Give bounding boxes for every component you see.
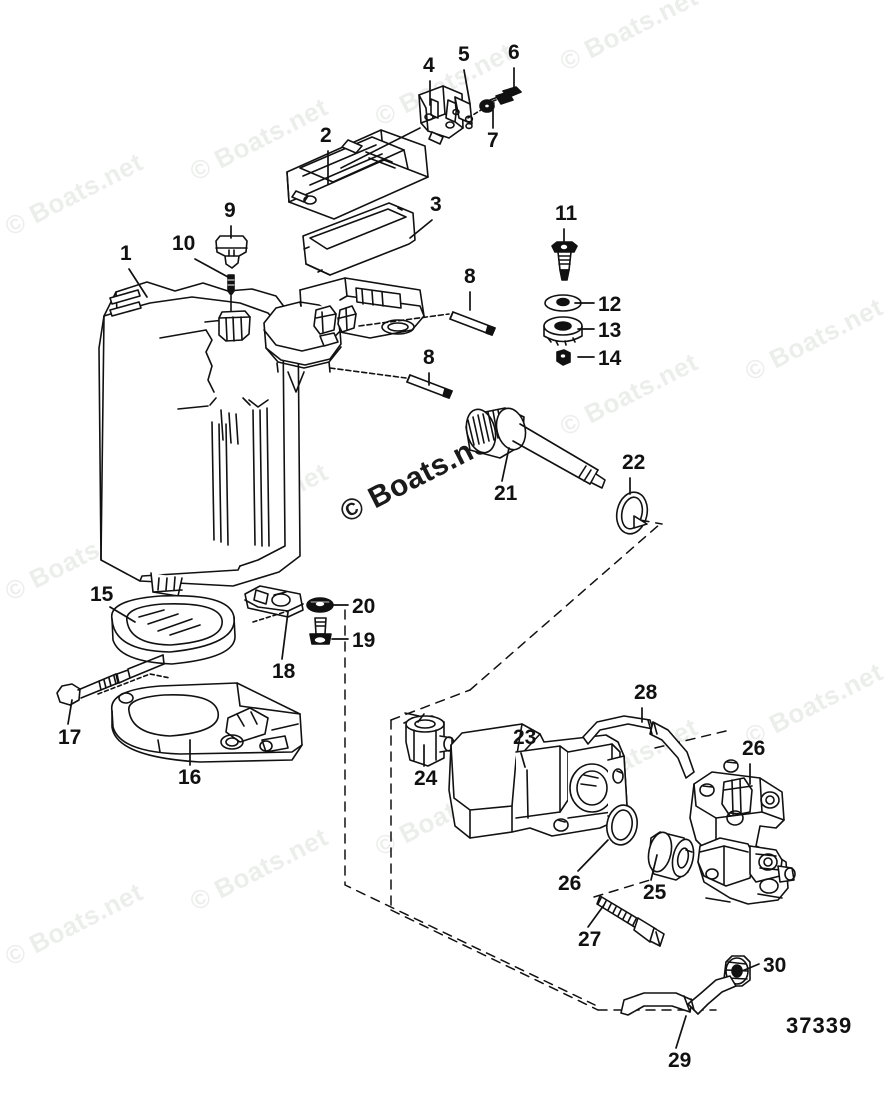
part-17-bolt — [56, 654, 165, 706]
callout-24: 24 — [414, 767, 438, 790]
leader-line-29 — [675, 1015, 687, 1049]
part-21-shaft — [465, 407, 606, 489]
part-15-seal — [111, 594, 236, 665]
callout-13: 13 — [598, 319, 622, 342]
callout-17: 17 — [58, 726, 82, 749]
callout-6: 6 — [508, 41, 520, 64]
callout-2: 2 — [320, 124, 332, 147]
leader-line-27 — [587, 904, 605, 928]
pump-manifold — [263, 277, 425, 393]
part-16-adaptor — [111, 682, 303, 763]
callout-26b: 26 — [742, 737, 766, 760]
part-25-filter — [647, 831, 695, 881]
callout-10: 10 — [172, 232, 196, 255]
part-7-washer — [479, 99, 495, 113]
part-12-washer — [544, 294, 582, 312]
part-23-pump-body — [448, 723, 628, 839]
leader-line-25 — [650, 854, 658, 881]
part-1-reservoir — [98, 281, 301, 597]
boundary-arrow-2 — [633, 515, 648, 529]
callout-1: 1 — [120, 242, 132, 265]
callout-8b: 8 — [423, 346, 435, 369]
callout-5: 5 — [458, 43, 470, 66]
callout-8: 8 — [464, 265, 476, 288]
callout-15: 15 — [90, 583, 114, 606]
leader-line-10 — [194, 258, 229, 278]
part-8-pin-lower — [406, 374, 453, 399]
callout-23: 23 — [513, 726, 537, 749]
leader-line-5 — [463, 69, 471, 105]
part-11-bolt — [551, 241, 578, 281]
callout-28: 28 — [634, 681, 658, 704]
part-18-foot — [244, 585, 304, 618]
callout-4: 4 — [423, 54, 435, 77]
part-26-valve-body — [689, 759, 796, 905]
callout-9: 9 — [224, 199, 236, 222]
part-8-pin-upper — [449, 311, 496, 336]
part-28-hose-upper — [582, 715, 695, 779]
callout-14: 14 — [598, 347, 622, 370]
part-5-pin — [464, 115, 474, 123]
leader-line-17 — [67, 699, 73, 725]
callout-25: 25 — [643, 881, 667, 904]
callout-16: 16 — [178, 766, 202, 789]
part-29-hose-lower — [620, 975, 737, 1016]
callout-21: 21 — [494, 482, 518, 505]
part-27-bolt — [596, 895, 665, 947]
part-3-gasket — [302, 202, 416, 276]
part-6-screw — [486, 86, 522, 107]
leader-line-30 — [741, 963, 760, 972]
callout-11: 11 — [555, 202, 578, 225]
callout-20: 20 — [352, 595, 376, 618]
leader-line-26 — [577, 839, 609, 872]
part-24-bushing — [405, 713, 455, 767]
callout-7: 7 — [487, 129, 499, 152]
callout-26: 26 — [558, 872, 582, 895]
callout-29: 29 — [668, 1049, 692, 1072]
part-26-oring-left — [606, 804, 638, 846]
diagram-number: 37339 — [786, 1013, 853, 1038]
callout-3: 3 — [430, 193, 442, 216]
part-14-nut — [556, 349, 571, 366]
part-13-grommet — [543, 316, 583, 346]
part-10-plug — [218, 274, 251, 342]
callout-18: 18 — [272, 660, 296, 683]
leader-line-3 — [409, 219, 433, 239]
part-19-bolt — [309, 617, 332, 645]
leader-line-18 — [281, 611, 289, 660]
callout-22: 22 — [622, 451, 646, 474]
leader-line-15 — [109, 606, 136, 623]
leader-line-21 — [501, 447, 510, 482]
callout-12: 12 — [598, 293, 622, 316]
part-9-cap — [215, 235, 248, 269]
leader-line-1 — [128, 268, 148, 298]
leader-line-23 — [520, 752, 526, 768]
callout-27: 27 — [578, 928, 602, 951]
callout-30: 30 — [763, 954, 787, 977]
callout-19: 19 — [352, 629, 376, 652]
